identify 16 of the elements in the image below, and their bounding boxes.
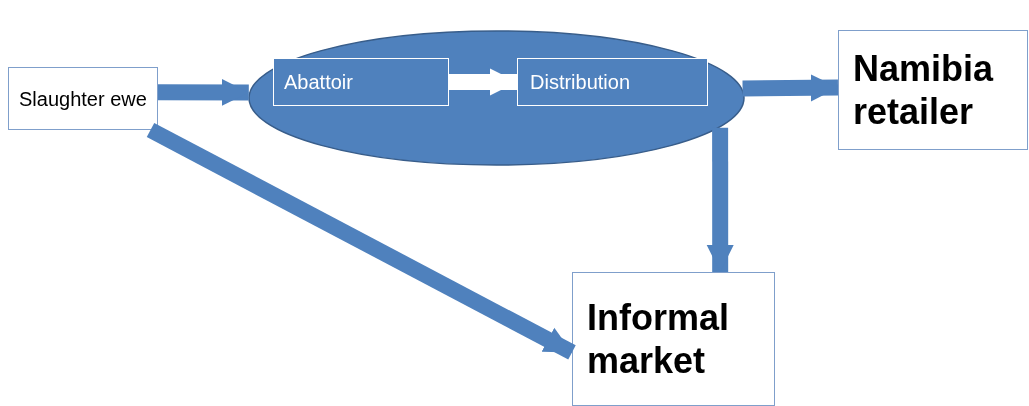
node-label: Informal market — [587, 295, 730, 383]
block-arrow — [742, 74, 839, 102]
process-box — [572, 272, 775, 406]
node-label: Slaughter ewe — [19, 86, 147, 111]
process-box — [8, 67, 158, 130]
process-box — [517, 58, 708, 106]
node-label: Distribution — [530, 70, 631, 94]
node-label: Namibia retailer — [853, 46, 995, 134]
block-arrow — [157, 78, 249, 107]
process-box — [838, 30, 1028, 150]
block-arrow — [449, 68, 517, 96]
block-arrow — [146, 122, 576, 360]
node-label: Abattoir — [284, 70, 353, 94]
ellipse-shape — [248, 30, 745, 166]
block-arrow — [706, 127, 734, 272]
process-box — [273, 58, 449, 106]
